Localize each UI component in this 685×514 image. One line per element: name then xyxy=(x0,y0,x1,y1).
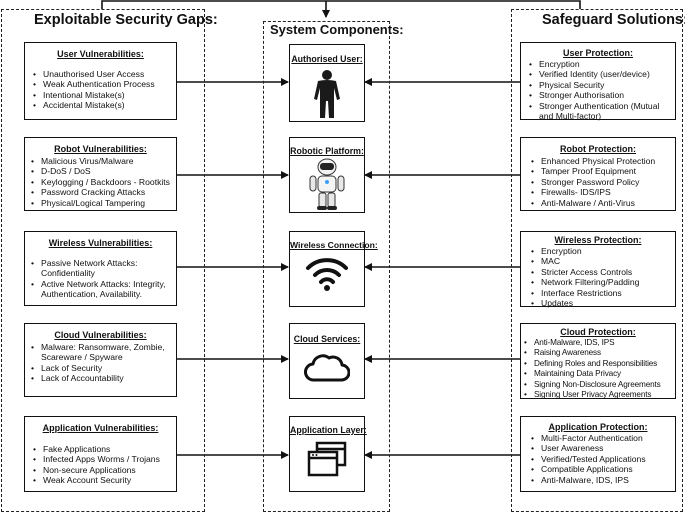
list-item: Network Filtering/Padding xyxy=(531,277,673,288)
list-item: Lack of Security xyxy=(31,363,172,374)
list-item: Weak Authentication Process xyxy=(33,79,176,90)
user-protection-title: User Protection: xyxy=(562,48,633,58)
list-item: Verified Identity (user/device) xyxy=(529,69,673,80)
center-column-frame xyxy=(263,21,390,512)
authorised-user-title: Authorised User: xyxy=(291,54,363,64)
list-item: Signing User Privacy Agreements xyxy=(524,390,675,401)
right-column-title: Safeguard Solutions: xyxy=(542,12,685,28)
wireless-protection-box: Wireless Protection: Encryption MAC Stri… xyxy=(520,231,676,309)
list-item: Intentional Mistake(s) xyxy=(33,90,176,101)
list-item: Anti-Malware / Anti-Virus xyxy=(531,198,673,209)
user-protection-box: User Protection: Encryption Verified Ide… xyxy=(520,42,676,122)
list-item: Compatible Applications xyxy=(531,464,673,475)
cloud-services-box: Cloud Services: xyxy=(289,323,365,399)
application-protection-box: Application Protection: Multi-Factor Aut… xyxy=(520,416,676,492)
list-item: Maintaining Data Privacy xyxy=(524,369,675,380)
wifi-icon xyxy=(306,258,348,291)
cloud-protection-box: Cloud Protection: Anti-Malware, IDS, IPS… xyxy=(520,323,676,401)
list-item: Tamper Proof Equipment xyxy=(531,166,673,177)
list-item: Interface Restrictions xyxy=(531,288,673,299)
list-item: Enhanced Physical Protection xyxy=(531,156,673,167)
list-item: Raising Awareness xyxy=(524,348,675,359)
list-item: Anti-Malware, IDS, IPS xyxy=(531,475,673,486)
list-item: Encryption xyxy=(531,246,673,257)
wireless-vulnerabilities-box: Wireless Vulnerabilities: Passive Networ… xyxy=(24,231,177,306)
robotic-platform-title: Robotic Platform: xyxy=(290,146,364,156)
list-item: Accidental Mistake(s) xyxy=(33,100,176,111)
wireless-protection-title: Wireless Protection: xyxy=(554,235,642,245)
left-column-frame xyxy=(1,9,205,512)
authorised-user-box: Authorised User: xyxy=(289,44,365,122)
list-item: Malware: Ransomware, Zombie, Scareware /… xyxy=(31,342,172,363)
application-vulnerabilities-box: Application Vulnerabilities: Fake Applic… xyxy=(24,416,177,492)
robot-protection-box: Robot Protection: Enhanced Physical Prot… xyxy=(520,137,676,211)
robot-protection-title: Robot Protection: xyxy=(560,144,636,154)
wireless-vulnerabilities-title: Wireless Vulnerabilities: xyxy=(48,238,153,248)
list-item: User Awareness xyxy=(531,443,673,454)
center-column-title: System Components: xyxy=(270,22,404,37)
list-item: Stronger Authorisation xyxy=(529,90,673,101)
list-item: Unauthorised User Access xyxy=(33,69,176,80)
list-item: Encryption xyxy=(529,59,673,70)
top-connector xyxy=(101,0,581,9)
list-item: Updates xyxy=(531,298,673,309)
list-item: Stronger Authentication (Mutual and Mult… xyxy=(529,101,673,122)
list-item: MAC xyxy=(531,256,673,267)
list-item: D-DoS / DoS xyxy=(31,166,176,177)
list-item: Fake Applications xyxy=(33,444,176,455)
list-item: Password Cracking Attacks xyxy=(31,187,176,198)
right-column-frame xyxy=(511,9,683,512)
robot-vulnerabilities-box: Robot Vulnerabilities: Malicious Virus/M… xyxy=(24,137,177,211)
cloud-protection-title: Cloud Protection: xyxy=(560,327,636,337)
person-icon xyxy=(314,70,340,118)
list-item: Non-secure Applications xyxy=(33,465,176,476)
application-windows-icon xyxy=(307,441,347,477)
list-item: Signing Non-Disclosure Agreements xyxy=(524,380,675,391)
list-item: Weak Account Security xyxy=(33,475,176,486)
list-item: Malicious Virus/Malware xyxy=(31,156,176,167)
robot-icon xyxy=(309,158,345,210)
left-column-title: Exploitable Security Gaps: xyxy=(34,12,218,28)
user-vulnerabilities-title: User Vulnerabilities: xyxy=(57,49,144,59)
robot-vulnerabilities-title: Robot Vulnerabilities: xyxy=(54,144,147,154)
cloud-vulnerabilities-title: Cloud Vulnerabilities: xyxy=(54,330,147,340)
list-item: Infected Apps Worms / Trojans xyxy=(33,454,176,465)
list-item: Verified/Tested Applications xyxy=(531,454,673,465)
list-item: Multi-Factor Authentication xyxy=(531,433,673,444)
application-layer-box: Application Layer: xyxy=(289,416,367,492)
list-item: Lack of Accountability xyxy=(31,373,172,384)
cloud-icon xyxy=(304,354,350,382)
list-item: Anti-Malware, IDS, IPS xyxy=(524,338,675,349)
user-vulnerabilities-box: User Vulnerabilities: Unauthorised User … xyxy=(24,42,177,120)
wireless-connection-title: Wireless Connection: xyxy=(290,240,378,250)
application-layer-title: Application Layer: xyxy=(290,425,367,435)
application-protection-title: Application Protection: xyxy=(548,422,648,432)
list-item: Firewalls- IDS/IPS xyxy=(531,187,673,198)
cloud-services-title: Cloud Services: xyxy=(293,334,361,344)
list-item: Passive Network Attacks: Confidentiality xyxy=(31,258,172,279)
robotic-platform-box: Robotic Platform: xyxy=(289,137,365,213)
list-item: Stricter Access Controls xyxy=(531,267,673,278)
list-item: Active Network Attacks: Integrity, Authe… xyxy=(31,279,172,300)
list-item: Defining Roles and Responsibilities xyxy=(524,359,675,370)
list-item: Physical/Logical Tampering xyxy=(31,198,176,209)
list-item: Stronger Password Policy xyxy=(531,177,673,188)
wireless-connection-box: Wireless Connection: xyxy=(289,231,378,307)
list-item: Keylogging / Backdoors - Rootkits xyxy=(31,177,176,188)
cloud-vulnerabilities-box: Cloud Vulnerabilities: Malware: Ransomwa… xyxy=(24,323,177,397)
list-item: Physical Security xyxy=(529,80,673,91)
application-vulnerabilities-title: Application Vulnerabilities: xyxy=(42,423,159,433)
